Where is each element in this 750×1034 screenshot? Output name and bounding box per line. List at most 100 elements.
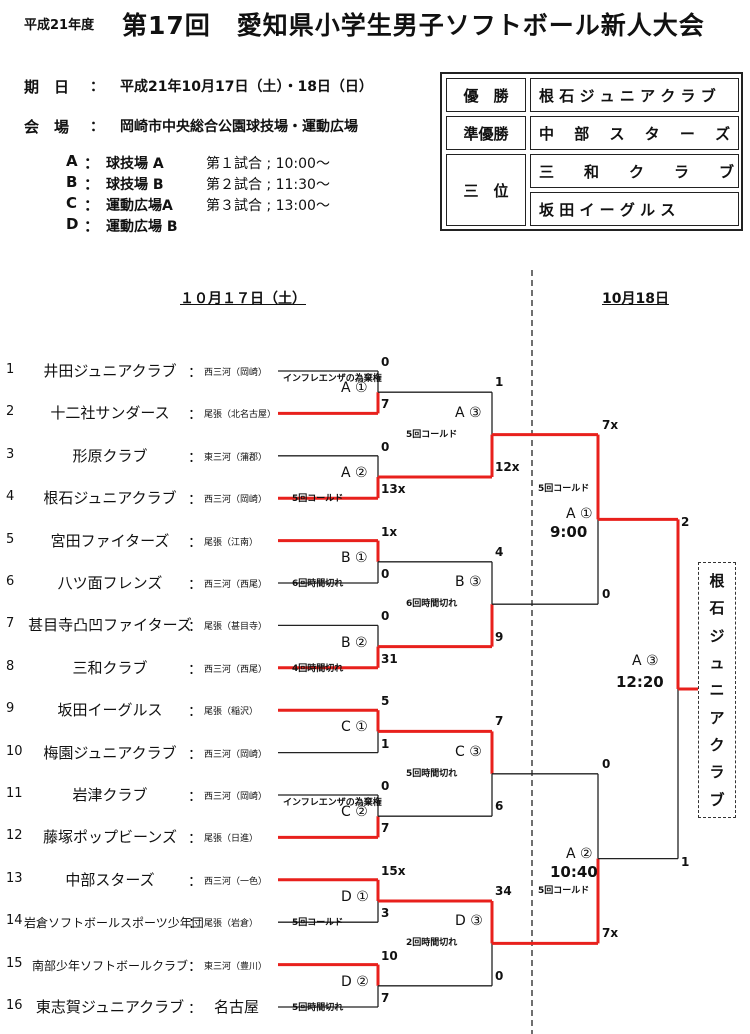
champion-box: 根石ジュニアクラブ <box>698 562 736 818</box>
score-r1: 13x <box>381 482 406 497</box>
venue-colon: ： <box>84 196 100 214</box>
match-time-r3: 9:00 <box>550 523 588 542</box>
score-r3: 0 <box>602 587 611 602</box>
score-r2: 34 <box>495 884 512 898</box>
fiscal-year: 平成21年度 <box>24 18 95 33</box>
score-r2: 7 <box>495 714 504 729</box>
score-r4: 2 <box>681 515 690 530</box>
date-value: 平成21年10月17日（土）・18日（日） <box>120 79 373 95</box>
team-colon: ： <box>188 407 202 424</box>
note-r1: 5回コールド <box>292 494 344 504</box>
team-colon: ： <box>188 365 202 381</box>
champion-char: 石 <box>709 599 725 618</box>
score-r2: 0 <box>495 968 504 983</box>
match-label-r2: D ③ <box>455 913 483 930</box>
team-number: 10 <box>6 743 23 759</box>
team-name: 甚目寺凸凹ファイターズ <box>28 616 192 635</box>
team-colon: ： <box>188 449 202 466</box>
team-region: 尾張（江南） <box>204 537 259 548</box>
note-r2: 5回コールド <box>406 429 458 440</box>
team-region: 西三河（西尾） <box>204 580 268 590</box>
team-number: 5 <box>6 531 15 547</box>
match-label-r1: D ② <box>341 973 369 990</box>
venue-name: 球技場 B <box>106 177 164 193</box>
venue-code: D <box>66 215 79 233</box>
team-region: 西三河（一色） <box>204 876 268 887</box>
team-colon: ： <box>188 704 202 721</box>
match-label-r1: C ① <box>341 719 368 736</box>
score-r1: 3 <box>381 906 390 921</box>
team-name: 根石ジュニアクラブ <box>43 489 177 508</box>
score-r1: 1 <box>381 736 390 751</box>
team-colon: ： <box>188 873 202 890</box>
venue-code: C <box>66 194 78 212</box>
team-region: 尾張（岩倉） <box>204 919 259 930</box>
score-r1: 7 <box>381 821 390 836</box>
team-name: 三和クラブ <box>72 658 148 677</box>
score-r3: 0 <box>602 756 611 771</box>
final-match-label: A ③ <box>632 653 659 669</box>
team-colon: ： <box>188 577 202 593</box>
team-colon: ： <box>188 789 202 805</box>
team-region: 東三河（豊川） <box>204 961 268 972</box>
champion-char: ュ <box>709 654 725 673</box>
score-r1: 7 <box>381 991 390 1005</box>
date-label: 期 日 <box>24 78 70 96</box>
team-colon: ： <box>188 534 202 551</box>
champion-char: ブ <box>709 790 725 809</box>
team-region: 尾張（稲沢） <box>204 707 259 718</box>
team-name: 藤塚ポップビーンズ <box>43 828 177 847</box>
score-r1: 0 <box>381 439 390 454</box>
note-r3: 5回コールド <box>538 885 590 896</box>
team-number: 12 <box>6 828 23 844</box>
day2-header: 10月18日 <box>602 291 669 307</box>
team-number: 8 <box>6 658 15 674</box>
match-label-r1: A ② <box>341 465 368 481</box>
score-r1: 0 <box>381 779 390 793</box>
champion-char: ラ <box>709 763 725 782</box>
final-match-time: 12:20 <box>616 673 664 691</box>
team-number: 2 <box>6 404 15 420</box>
score-r1: 0 <box>381 609 390 624</box>
team-name: 十二社サンダース <box>50 404 170 423</box>
match-label-r1: C ② <box>341 804 368 821</box>
day1-header: １０月１７日（土） <box>180 291 306 307</box>
team-name: 井田ジュニアクラブ <box>43 362 177 380</box>
match-label-r3: A ① <box>566 506 593 523</box>
venue-name: 運動広場A <box>106 198 173 214</box>
note-r1: 4回時間切れ <box>292 663 344 674</box>
team-region: 西三河（岡崎） <box>204 368 268 378</box>
team-number: 11 <box>6 786 23 801</box>
venue-colon: ： <box>84 154 100 172</box>
match-label-r1: B ② <box>341 634 368 651</box>
third-place-team-2: 坂 田 イ ー グ ル ス <box>530 192 739 226</box>
team-colon: ： <box>188 916 202 933</box>
team-colon: ： <box>188 619 202 636</box>
score-r2: 4 <box>495 544 504 559</box>
score-r1: 1x <box>381 524 398 539</box>
runner-up-label: 準優勝 <box>446 116 526 150</box>
score-r3: 7x <box>602 926 619 941</box>
team-colon: ： <box>188 492 202 509</box>
note-r1: 5回コールド <box>292 918 344 928</box>
score-r1: 5 <box>381 694 390 709</box>
score-r1: 0 <box>381 567 390 581</box>
venue-colon: ： <box>84 175 100 193</box>
team-number: 6 <box>6 574 15 589</box>
match-time-r3: 10:40 <box>550 862 598 881</box>
team-region: 西三河（岡崎） <box>204 749 268 760</box>
venue-colon: ： <box>90 119 104 135</box>
team-number: 7 <box>6 616 15 632</box>
score-r2: 9 <box>495 629 504 644</box>
venue-name: 運動広場 B <box>106 219 178 235</box>
score-r3: 7x <box>602 417 619 432</box>
team-region: 西三河（岡崎） <box>204 495 268 506</box>
team-name: 坂田イーグルス <box>57 701 163 720</box>
team-name: 岩倉ソフトボールスポーツ少年団 <box>24 916 204 931</box>
team-colon: ： <box>188 746 202 763</box>
match-label-r3: A ② <box>566 845 593 862</box>
score-r2: 1 <box>495 375 504 390</box>
team-name: 中部スターズ <box>65 870 155 889</box>
score-r2: 12x <box>495 460 520 474</box>
